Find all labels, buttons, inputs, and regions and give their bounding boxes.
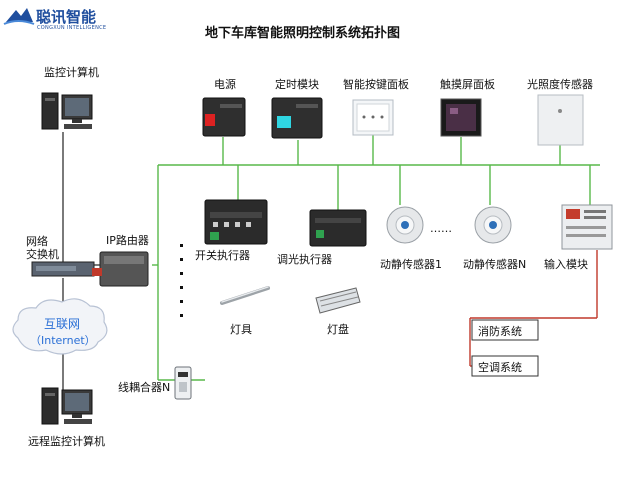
dimmer-actuator-label: 调光执行器 [277, 252, 332, 266]
dimmer-actuator-icon [309, 209, 367, 247]
power-supply-icon [202, 97, 246, 137]
ip-router-label: IP路由器 [106, 233, 149, 247]
cloud-label-cn: 互联网 [44, 317, 80, 331]
smart-panel-label: 智能按键面板 [343, 77, 409, 91]
fire-system-box: 消防系统 [471, 319, 539, 341]
panel-light-icon [315, 287, 361, 314]
input-module-icon [561, 204, 613, 250]
fixture-tube-icon [220, 286, 270, 305]
cloud-label-en: （Internet） [30, 334, 96, 347]
relay-actuator-icon [204, 199, 268, 245]
light-sensor-label: 光照度传感器 [527, 77, 593, 91]
motion-sensor-1-label: 动静传感器1 [380, 257, 442, 271]
internet-cloud-icon [12, 298, 108, 355]
light-sensor-icon [537, 94, 584, 146]
fixture-label: 灯具 [230, 323, 252, 336]
logo-mark-icon [3, 8, 35, 25]
horizontal-ellipsis: …… [430, 222, 452, 235]
fire-system-label: 消防系统 [478, 324, 522, 338]
timer-module-label: 定时模块 [275, 77, 319, 91]
touch-panel-icon [440, 98, 482, 137]
network-switch-label-line1: 网络 [26, 234, 48, 248]
power-supply-label: 电源 [214, 77, 236, 91]
line-coupler-icon [174, 366, 192, 400]
motion-sensor-n-label: 动静传感器N [463, 257, 526, 271]
diagram-title: 地下车库智能照明控制系统拓扑图 [205, 25, 400, 41]
motion-sensor-1-icon [386, 206, 424, 244]
panel-light-label: 灯盘 [327, 322, 349, 336]
remote-computer-icon [41, 387, 93, 425]
remote-computer-label: 远程监控计算机 [28, 434, 105, 448]
bus-lines [152, 135, 600, 381]
timer-module-icon [271, 97, 323, 139]
logo-brand-en: CONGXUN INTELLIGENCE [37, 25, 106, 31]
monitor-computer-icon [41, 92, 93, 130]
hvac-system-label: 空调系统 [478, 360, 522, 374]
network-switch-icon [31, 261, 95, 277]
network-switch-label-line2: 交换机 [26, 247, 59, 261]
hvac-system-box: 空调系统 [471, 355, 539, 377]
line-coupler-label: 线耦合器N [118, 380, 170, 394]
logo-brand-cn: 聪讯智能 [36, 8, 96, 26]
motion-sensor-n-icon [474, 206, 512, 244]
vertical-ellipsis [180, 244, 183, 317]
smart-panel-icon [352, 99, 394, 136]
brand-logo: 聪讯智能 CONGXUN INTELLIGENCE [3, 8, 106, 31]
monitor-computer-label: 监控计算机 [44, 65, 99, 79]
ip-router-icon [92, 251, 149, 287]
relay-actuator-label: 开关执行器 [195, 248, 250, 262]
touch-panel-label: 触摸屏面板 [440, 77, 495, 91]
input-module-label: 输入模块 [544, 257, 588, 271]
